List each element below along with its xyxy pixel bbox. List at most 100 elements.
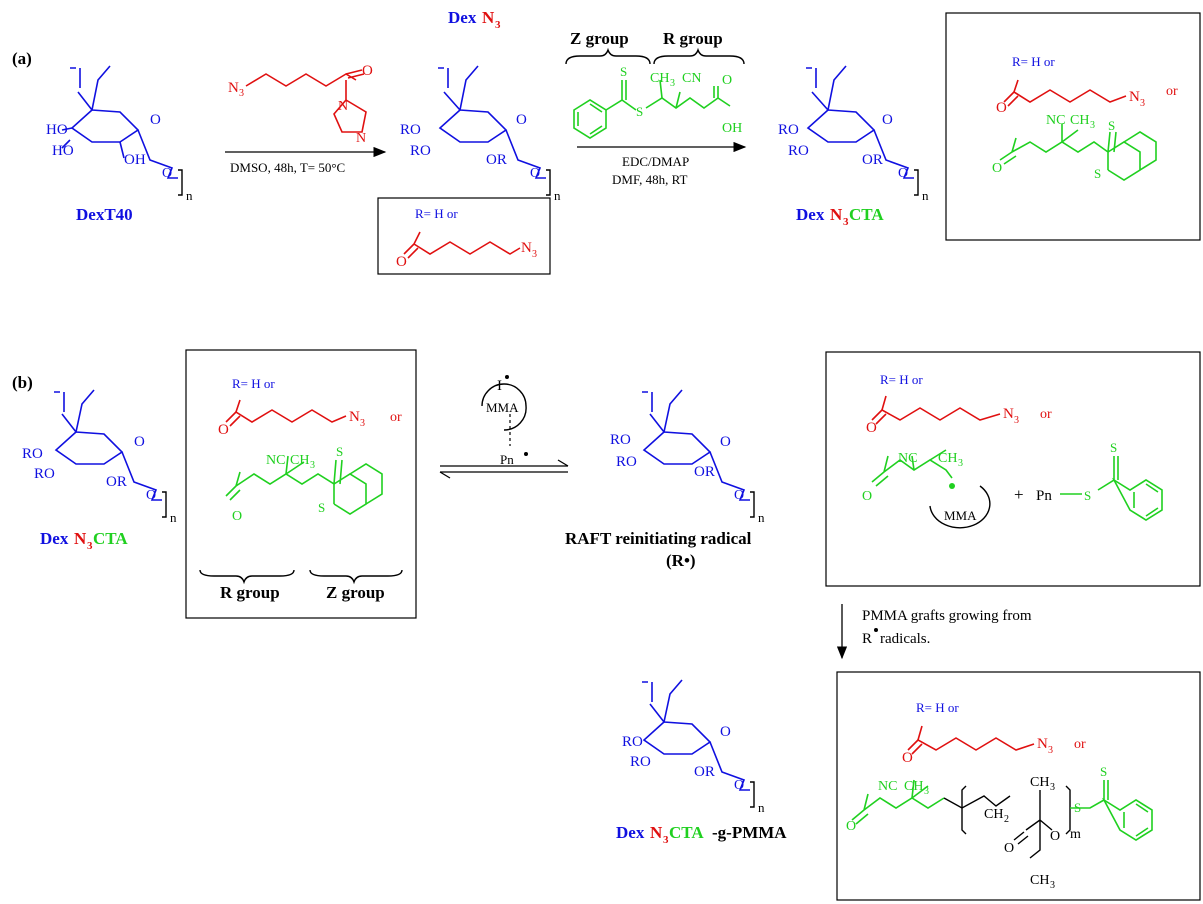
raft-or: OR: [694, 464, 715, 480]
dext40-structure: O HO HO OH O n: [46, 65, 193, 203]
svg-text:O: O: [734, 488, 744, 503]
dext40-n: n: [186, 188, 193, 203]
box3-n3-sub: 3: [360, 418, 365, 429]
brace-r: [653, 47, 745, 65]
svg-text:O: O: [516, 112, 527, 128]
svg-text:O: O: [734, 778, 744, 793]
box5-s-thio: S: [1100, 764, 1107, 779]
r-group-box-1: [377, 197, 551, 275]
brace-r-b: [199, 569, 295, 585]
box3-cta-fragment: O NC CH 3 S S: [225, 444, 383, 524]
imidazole-reagent: N 3 O N N: [228, 63, 373, 146]
r-group-box-3: [185, 349, 417, 619]
dexn3-n: n: [554, 188, 561, 203]
dexn3cta-b-or: OR: [106, 474, 127, 490]
mma-curved-arrow: [929, 485, 991, 529]
box5-ch3-a: CH: [904, 779, 923, 794]
dexn3-ro-2: RO: [410, 143, 431, 159]
cta-o: O: [722, 73, 732, 88]
raft-radical-structure: O RO RO OR O n: [610, 389, 765, 525]
box1-n3-sub: 3: [532, 249, 537, 260]
conditions-1: DMSO, 48h, T= 50°C: [230, 160, 345, 175]
radical-dot: [949, 483, 955, 489]
box4-s-thio: S: [1110, 440, 1117, 455]
dext40-ho-2: HO: [52, 143, 74, 159]
dexn3cta-a-ro-1: RO: [778, 122, 799, 138]
final-or: OR: [694, 764, 715, 780]
dext40-name: DexT40: [76, 205, 133, 224]
box3-nc: NC: [266, 453, 285, 468]
cta-z-group-label: Z group: [570, 29, 629, 48]
grafts-text-line-2: radicals.: [880, 631, 930, 647]
r-group-box-4: [825, 351, 1201, 587]
box1-o: O: [396, 254, 407, 270]
final-sub: 3: [663, 834, 669, 846]
dexn3cta-b-n-label: N: [74, 529, 87, 548]
svg-text:O: O: [882, 112, 893, 128]
box5-n3-sub: 3: [1048, 745, 1053, 756]
raft-n: n: [758, 510, 765, 525]
grafts-r-label: R: [862, 631, 872, 647]
cta-s-thio: S: [620, 64, 627, 79]
dexn3cta-b-ro-1: RO: [22, 446, 43, 462]
box3-z-group: Z group: [326, 583, 385, 602]
box4-mma: MMA: [944, 508, 977, 523]
box3-s-link: S: [318, 500, 325, 515]
final-suffix: -g-PMMA: [712, 823, 787, 842]
box4-s-link: S: [1084, 488, 1091, 503]
box5-graft-fragment: O NC CH 3 CH 3 CH 2 m O O CH 3 S S: [846, 764, 1153, 891]
dexn3-or: OR: [486, 152, 507, 168]
dexn3cta-a-sub: 3: [843, 216, 849, 228]
raft-ro-1: RO: [610, 432, 631, 448]
box5-ch3-a-sub: 3: [924, 786, 929, 797]
brace-z-b: [309, 569, 403, 585]
box4-pn: Pn: [1036, 488, 1052, 504]
box5-m: m: [1070, 827, 1081, 842]
cta-r-group-label: R group: [663, 29, 723, 48]
box5-ch2: CH: [984, 807, 1003, 822]
raft-ro-2: RO: [616, 454, 637, 470]
svg-text:O: O: [898, 166, 908, 181]
box4-nc: NC: [898, 451, 917, 466]
svg-text:O: O: [530, 166, 540, 181]
box2-o2: O: [992, 161, 1002, 176]
dexn3cta-b-dex: Dex: [40, 529, 69, 548]
box2-or: or: [1166, 84, 1178, 99]
box4-n3-sub: 3: [1014, 415, 1019, 426]
box5-ch2-sub: 2: [1004, 814, 1009, 825]
box3-ch3-sub: 3: [310, 460, 315, 471]
box5-or: or: [1074, 737, 1086, 752]
box5-och3-sub: 3: [1050, 880, 1055, 891]
dexn3cta-a-n-label: N: [830, 205, 843, 224]
box3-r-group: R group: [220, 583, 280, 602]
dexn3cta-b-cta: CTA: [93, 529, 128, 548]
box2-s-thio: S: [1108, 118, 1115, 133]
grafts-text-line-1: PMMA grafts growing from: [862, 608, 1032, 624]
box2-r-label: R= H or: [1012, 54, 1055, 69]
final-cta: CTA: [669, 823, 704, 842]
box5-och3: CH: [1030, 873, 1049, 888]
cta-structure: S S CH 3 CN O OH: [573, 64, 742, 139]
brace-z: [565, 47, 651, 65]
box3-ch3: CH: [290, 453, 309, 468]
box3-r-label: R= H or: [232, 376, 275, 391]
svg-text:O: O: [720, 434, 731, 450]
final-product-structure: O RO RO OR O n: [622, 679, 765, 815]
dexn3cta-b-sub: 3: [87, 540, 93, 552]
dexn3cta-a-n: n: [922, 188, 929, 203]
reagent-o: O: [362, 63, 373, 79]
panel-a-label: (a): [12, 49, 32, 68]
box5-o-carbonyl: O: [1004, 841, 1014, 856]
box3-s-thio: S: [336, 444, 343, 459]
box2-s-link: S: [1094, 166, 1101, 181]
box4-radical-fragment: O NC CH 3 MMA: [862, 449, 991, 529]
dexn3cta-a-cta: CTA: [849, 205, 884, 224]
final-dex: Dex: [616, 823, 645, 842]
box5-o-ester: O: [1050, 829, 1060, 844]
dexn3cta-a-dex: Dex: [796, 205, 825, 224]
box5-n3: N: [1037, 736, 1048, 752]
box3-o2: O: [232, 509, 242, 524]
box3-or: or: [390, 410, 402, 425]
box5-o2: O: [846, 819, 856, 834]
